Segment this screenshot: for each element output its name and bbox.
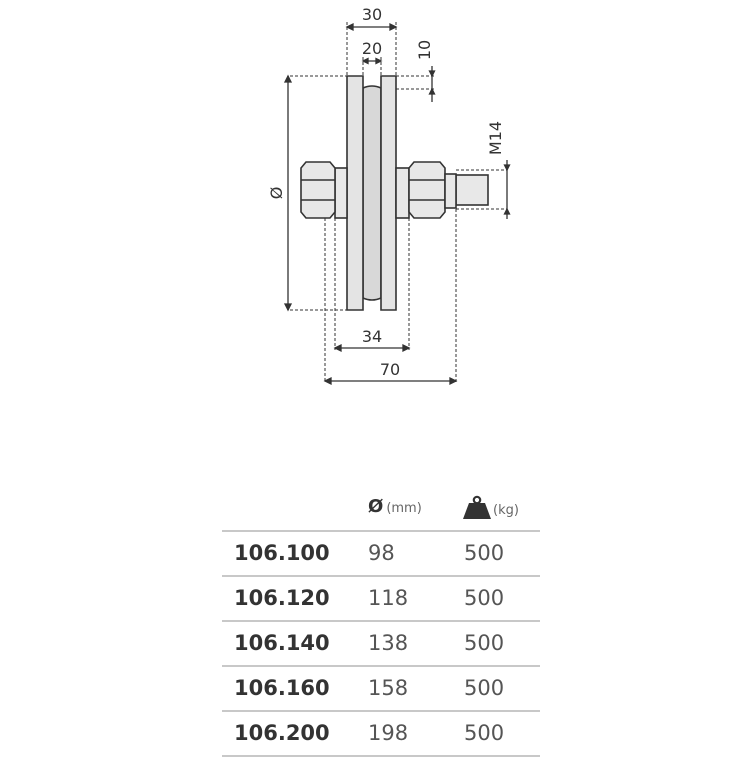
row-load: 500 <box>464 541 505 565</box>
dim-label-diameter: Ø <box>267 187 286 200</box>
diameter-symbol: Ø <box>368 496 384 517</box>
dimension-arrows <box>283 22 511 386</box>
table-row: 106.100 98 500 <box>222 530 540 575</box>
row-code: 106.160 <box>234 676 330 700</box>
row-load: 500 <box>464 676 505 700</box>
wheel-right-flange <box>380 75 397 311</box>
right-washer <box>444 173 457 209</box>
wheel-left-flange <box>346 75 364 311</box>
table-row: 106.160 158 500 <box>222 665 540 710</box>
axle-rod <box>455 174 489 206</box>
weight-unit: (kg) <box>493 502 519 518</box>
wheel-groove <box>362 85 382 301</box>
row-load: 500 <box>464 631 505 655</box>
row-diameter: 98 <box>368 541 395 565</box>
dim-label-70: 70 <box>380 360 400 379</box>
dim-label-10: 10 <box>415 40 434 60</box>
dim-label-m14: M14 <box>486 121 505 155</box>
axle-assembly <box>300 161 489 219</box>
row-load: 500 <box>464 721 505 745</box>
wheel-technical-drawing: 30 20 10 M14 Ø 34 70 <box>267 5 511 386</box>
table-row: 106.140 138 500 <box>222 620 540 665</box>
diameter-unit: (mm) <box>386 501 422 516</box>
header-diameter: Ø(mm) <box>368 496 422 517</box>
row-diameter: 118 <box>368 586 409 610</box>
right-spacer <box>395 167 410 219</box>
left-nut <box>300 161 336 219</box>
dimension-lines <box>290 22 507 383</box>
header-weight: (kg) <box>462 494 519 520</box>
wheel-body <box>346 75 397 311</box>
row-load: 500 <box>464 586 505 610</box>
row-diameter: 158 <box>368 676 409 700</box>
dim-label-30: 30 <box>362 5 382 24</box>
row-diameter: 138 <box>368 631 409 655</box>
right-nut <box>408 161 446 219</box>
table-row: 106.120 118 500 <box>222 575 540 620</box>
row-code: 106.120 <box>234 586 330 610</box>
row-code: 106.200 <box>234 721 330 745</box>
row-diameter: 198 <box>368 721 409 745</box>
table-row: 106.200 198 500 <box>222 710 540 757</box>
left-spacer <box>334 167 348 219</box>
row-code: 106.140 <box>234 631 330 655</box>
dim-label-34: 34 <box>362 327 382 346</box>
row-code: 106.100 <box>234 541 330 565</box>
dim-label-20: 20 <box>362 39 382 58</box>
table-header: Ø(mm) (kg) <box>222 490 540 530</box>
weight-icon <box>463 495 491 519</box>
